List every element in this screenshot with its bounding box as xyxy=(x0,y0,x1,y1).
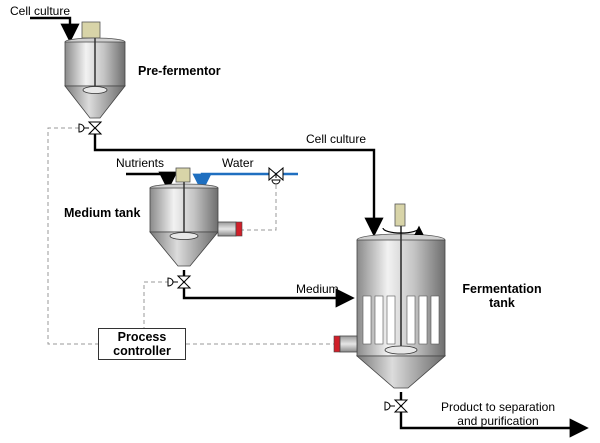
motor-icon xyxy=(175,167,191,183)
heater-icon xyxy=(217,221,243,237)
motor-icon xyxy=(394,203,406,227)
medium-tank-vessel xyxy=(149,167,219,267)
fermentation-tank-vessel xyxy=(355,203,447,389)
valve-icon xyxy=(384,399,409,413)
nutrients-label: Nutrients xyxy=(116,156,165,170)
pre-fermentor-label: Pre-fermentor xyxy=(138,64,221,78)
pre-fermentor-vessel xyxy=(64,21,126,119)
product-output-label-line2: and purification xyxy=(457,414,539,428)
valve-icon xyxy=(268,166,284,185)
signal-lines xyxy=(47,127,336,345)
valve-icon xyxy=(167,275,192,289)
motor-icon xyxy=(81,21,101,39)
product-output-label-line1: Product to separation xyxy=(440,400,556,414)
medium-tank-label: Medium tank xyxy=(64,206,141,220)
water-line xyxy=(192,172,298,193)
valve-icon xyxy=(78,121,103,135)
heater-icon xyxy=(333,335,358,353)
cell-culture-line-label: Cell culture xyxy=(306,132,367,146)
fermentation-tank-label-line1: Fermentation xyxy=(462,282,542,296)
fermentation-tank-label-line2: tank xyxy=(489,296,515,310)
medium-line-label: Medium xyxy=(296,282,339,296)
process-controller-box: Process controller xyxy=(98,328,186,360)
fermentation-tank-label: Fermentation tank xyxy=(458,282,546,310)
process-controller-label-line1: Process xyxy=(117,330,167,344)
rotation-arrow-icon xyxy=(382,225,424,236)
product-output-label: Product to separation and purification xyxy=(428,400,568,428)
water-label: Water xyxy=(222,156,254,170)
process-controller-label-line2: controller xyxy=(113,344,171,358)
cell-culture-input-label: Cell culture xyxy=(10,4,71,18)
